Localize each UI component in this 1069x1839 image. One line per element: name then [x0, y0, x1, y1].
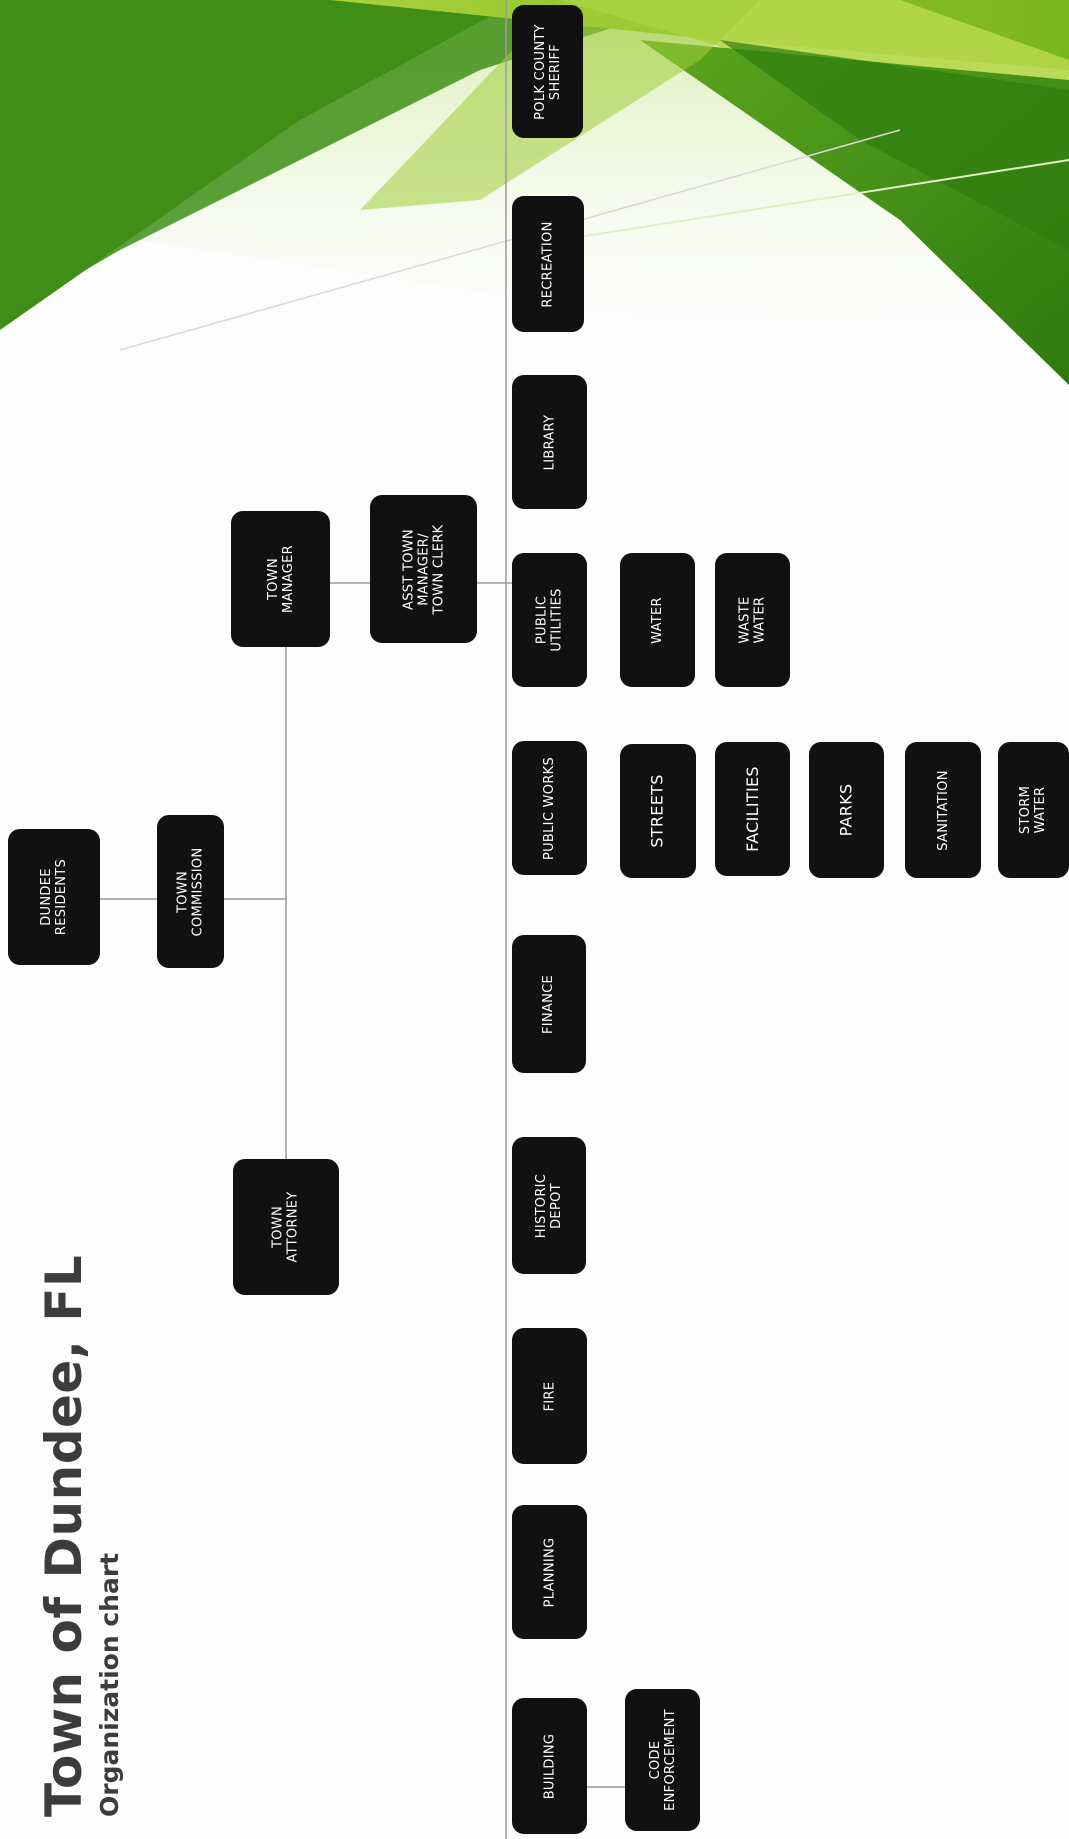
node-town-attorney: TOWN ATTORNEY: [233, 1159, 339, 1295]
node-waste-water: WASTE WATER: [715, 553, 790, 687]
node-label: TOWN COMMISSION: [176, 847, 206, 936]
node-water: WATER: [620, 553, 695, 687]
page-subtitle: Organization chart: [95, 1553, 125, 1817]
node-historic-depot: HISTORIC DEPOT: [512, 1137, 586, 1274]
node-label: FACILITIES: [744, 766, 762, 852]
node-label: RECREATION: [541, 221, 556, 307]
node-label: ASST TOWN MANAGER/ TOWN CLERK: [401, 524, 446, 614]
node-label: SANITATION: [936, 770, 951, 851]
node-town-manager: TOWN MANAGER: [231, 511, 330, 647]
node-label: HISTORIC DEPOT: [534, 1173, 564, 1237]
node-building: BUILDING: [512, 1698, 587, 1834]
node-label: WASTE WATER: [737, 597, 767, 644]
node-facilities: FACILITIES: [715, 742, 790, 876]
node-label: STREETS: [649, 774, 667, 847]
node-label: STORM WATER: [1019, 786, 1049, 834]
node-label: DUNDEE RESIDENTS: [39, 859, 69, 935]
node-finance: FINANCE: [512, 935, 586, 1073]
page-title: Town of Dundee, FL: [35, 1255, 93, 1817]
node-label: WATER: [650, 597, 665, 644]
node-label: PUBLIC WORKS: [542, 756, 557, 859]
node-sanitation: SANITATION: [905, 742, 981, 878]
node-label: CODE ENFORCEMENT: [648, 1709, 678, 1811]
node-fire: FIRE: [512, 1328, 587, 1464]
node-public-works: PUBLIC WORKS: [512, 741, 587, 875]
node-planning: PLANNING: [512, 1505, 587, 1639]
node-asst-town-manager-town-clerk: ASST TOWN MANAGER/ TOWN CLERK: [370, 495, 477, 643]
node-town-commission: TOWN COMMISSION: [157, 815, 224, 968]
node-label: POLK COUNTY SHERIFF: [533, 24, 563, 120]
node-label: BUILDING: [542, 1733, 557, 1799]
node-storm-water: STORM WATER: [998, 742, 1069, 878]
node-label: FINANCE: [541, 974, 556, 1033]
node-public-utilities: PUBLIC UTILITIES: [512, 553, 587, 687]
node-polk-county-sheriff: POLK COUNTY SHERIFF: [512, 5, 583, 138]
node-recreation: RECREATION: [512, 196, 584, 332]
node-label: PARKS: [838, 784, 856, 837]
node-library: LIBRARY: [512, 375, 587, 509]
node-streets: STREETS: [620, 744, 696, 878]
node-label: LIBRARY: [542, 414, 557, 470]
node-label: TOWN MANAGER: [265, 545, 295, 613]
node-parks: PARKS: [809, 742, 884, 878]
node-label: TOWN ATTORNEY: [271, 1191, 301, 1262]
node-label: FIRE: [542, 1381, 557, 1411]
node-dundee-residents: DUNDEE RESIDENTS: [8, 829, 100, 965]
node-label: PLANNING: [542, 1537, 557, 1607]
node-label: PUBLIC UTILITIES: [535, 588, 565, 651]
node-code-enforcement: CODE ENFORCEMENT: [625, 1689, 700, 1831]
